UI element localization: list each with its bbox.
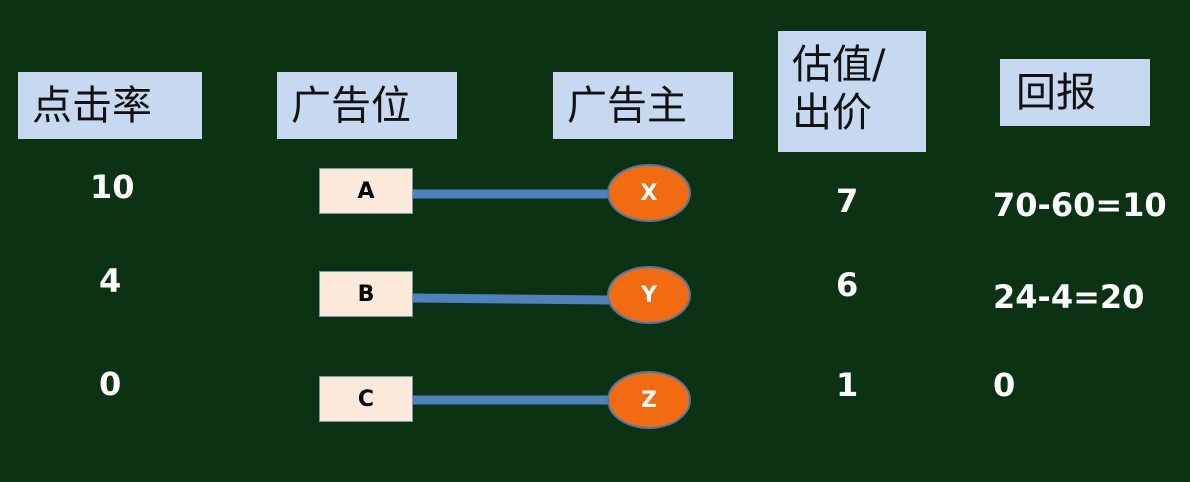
- link-b-y: [412, 293, 613, 305]
- slot-label: C: [357, 386, 375, 412]
- bid-value: 1: [836, 366, 859, 404]
- payoff-value: 0: [993, 366, 1016, 404]
- slot-label: B: [357, 281, 375, 307]
- header-bid-line1: 估值/: [792, 42, 886, 88]
- header-bid-line2: 出价: [792, 90, 872, 136]
- payoff-value: 70-60=10: [993, 186, 1167, 224]
- header-advertiser-label: 广告主: [567, 83, 687, 129]
- advertiser-node-x: X: [607, 164, 691, 222]
- advertiser-label: Z: [641, 387, 657, 413]
- header-ctr-label: 点击率: [32, 83, 152, 129]
- header-slot-label: 广告位: [291, 83, 411, 129]
- header-bid: 估值/ 出价: [778, 31, 926, 152]
- advertiser-node-z: Z: [607, 371, 691, 429]
- slot-box-a: A: [319, 168, 413, 214]
- advertiser-label: X: [640, 180, 658, 206]
- bid-value: 6: [836, 266, 859, 304]
- slot-box-b: B: [319, 271, 413, 317]
- ctr-value: 4: [99, 262, 122, 300]
- ctr-value: 10: [90, 168, 135, 206]
- slot-box-c: C: [319, 376, 413, 422]
- payoff-value: 24-4=20: [993, 278, 1145, 316]
- header-payoff-label: 回报: [1016, 70, 1096, 116]
- header-payoff: 回报: [1000, 59, 1150, 126]
- advertiser-label: Y: [641, 282, 657, 308]
- advertiser-node-y: Y: [607, 266, 691, 324]
- ctr-value: 0: [99, 365, 122, 403]
- slot-label: A: [357, 178, 375, 204]
- header-advertiser: 广告主: [553, 72, 733, 139]
- header-slot: 广告位: [277, 72, 457, 139]
- header-ctr: 点击率: [18, 72, 202, 139]
- bid-value: 7: [836, 182, 859, 220]
